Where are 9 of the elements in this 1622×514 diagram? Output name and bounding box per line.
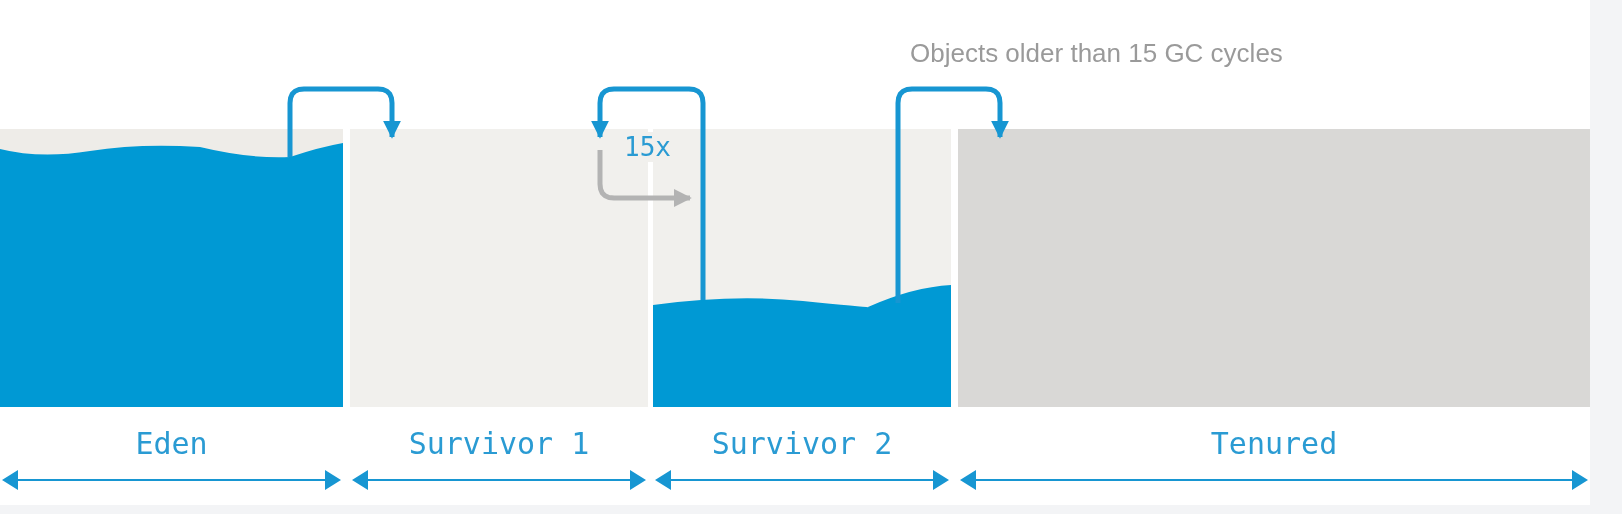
arrow (895, 86, 1009, 303)
region-name: Survivor 1 (408, 426, 590, 462)
region-name: Tenured (1210, 426, 1338, 462)
edge-label: 15x (624, 132, 671, 162)
arrow (591, 86, 706, 300)
region-name: Survivor 2 (711, 426, 893, 462)
arrow (597, 150, 692, 207)
region-name: Eden (135, 426, 208, 462)
arrow (287, 86, 401, 157)
